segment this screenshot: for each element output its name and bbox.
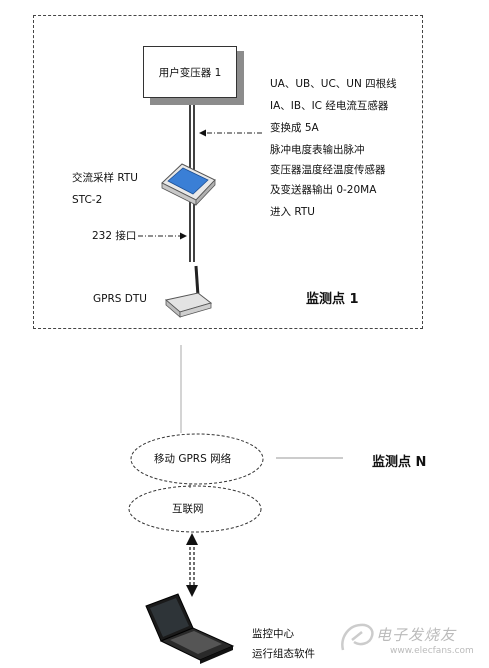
- internet-center-double-arrow: [186, 533, 198, 597]
- gprs-dtu-label: GPRS DTU: [93, 293, 147, 305]
- internet-cloud: [128, 485, 262, 533]
- monitoring-station-1-label: 监测点 1: [306, 292, 359, 307]
- rtu-label: 交流采样 RTU: [72, 172, 138, 184]
- signal-note-1: UA、UB、UC、UN 四根线: [270, 78, 397, 90]
- gprs-dtu-icon: [164, 265, 213, 318]
- watermark-logo-icon: [341, 623, 374, 651]
- rtu-model-label: STC-2: [72, 194, 103, 206]
- rtu-device-icon: [161, 163, 216, 207]
- gprs-network-cloud: [130, 433, 264, 485]
- user-transformer-box: 用户变压器 1: [143, 46, 237, 98]
- signal-note-5: 变压器温度经温度传感器: [270, 164, 386, 176]
- signal-note-3: 变换成 5A: [270, 122, 319, 134]
- internet-label: 互联网: [172, 503, 204, 515]
- signal-note-7: 进入 RTU: [270, 206, 315, 218]
- gprs-network-label: 移动 GPRS 网络: [154, 453, 232, 465]
- monitoring-station-n-label: 监测点 N: [372, 455, 427, 470]
- watermark-url: www.elecfans.com: [390, 646, 474, 656]
- transformer-label: 用户变压器 1: [158, 66, 222, 79]
- watermark-text: 电子发烧友: [376, 626, 457, 644]
- monitoring-center-label: 监控中心: [252, 628, 294, 640]
- signal-note-6: 及变送器输出 0-20MA: [270, 184, 377, 196]
- rs232-interface-label: 232 接口: [92, 230, 137, 242]
- elecfans-watermark: [338, 620, 378, 660]
- signal-note-4: 脉冲电度表输出脉冲: [270, 144, 365, 156]
- signal-note-2: IA、IB、IC 经电流互感器: [270, 100, 389, 112]
- monitoring-station-1-boundary: [33, 15, 423, 329]
- config-software-label: 运行组态软件: [252, 648, 315, 660]
- laptop-icon: [145, 593, 235, 664]
